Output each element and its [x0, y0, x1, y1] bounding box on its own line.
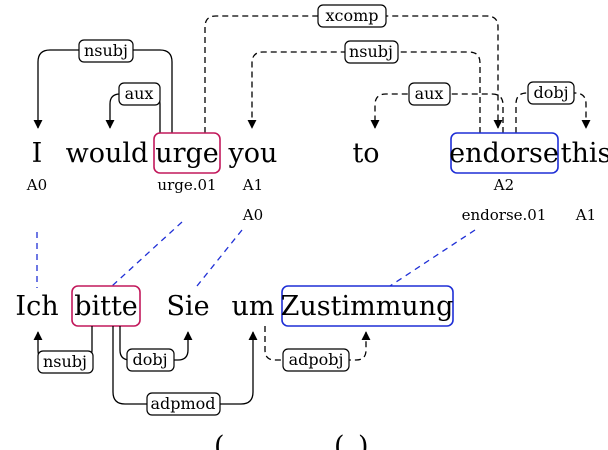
predicate-box-urge	[153, 132, 221, 174]
de-word-um: um	[232, 291, 275, 322]
argument-box-zustimmung	[281, 285, 454, 327]
label-en-nsubj-1: nsubj	[78, 39, 134, 63]
de-word-Ich: Ich	[15, 291, 58, 322]
en-word-I: I	[32, 138, 43, 169]
svg-text:dobj: dobj	[533, 83, 568, 102]
svg-text:adpmod: adpmod	[150, 394, 215, 413]
label-en-aux-2: aux	[408, 82, 451, 106]
de-word-Sie: Sie	[166, 291, 209, 322]
de-word-bitte: bitte	[74, 291, 138, 322]
svg-text:nsubj: nsubj	[43, 352, 87, 371]
en-word-to: to	[352, 138, 379, 169]
label-en-xcomp: xcomp	[317, 4, 387, 28]
role-row1-A0: A0	[26, 176, 47, 194]
alignment-you-Sie	[196, 229, 243, 287]
role-row1-A2: A2	[493, 176, 514, 194]
label-de-dobj: dobj	[126, 348, 175, 372]
svg-text:aux: aux	[415, 84, 444, 103]
label-en-aux-1: aux	[118, 82, 161, 106]
arc-en-xcomp	[204, 15, 503, 133]
en-word-would: would	[66, 138, 149, 169]
role-row2-A1: A1	[575, 206, 596, 224]
svg-text:adpobj: adpobj	[289, 350, 344, 369]
label-en-nsubj-2: nsubj	[344, 40, 399, 64]
argument-box-endorse	[450, 132, 559, 174]
label-en-dobj: dobj	[527, 81, 575, 105]
svg-text:nsubj: nsubj	[84, 41, 128, 60]
en-word-endorse: endorse	[449, 138, 559, 169]
svg-text:xcomp: xcomp	[325, 6, 378, 25]
caption-fragment-right-2: )	[358, 431, 369, 450]
role-row1-A1: A1	[242, 176, 263, 194]
en-word-this: this	[561, 138, 608, 169]
label-de-nsubj: nsubj	[37, 350, 94, 374]
label-de-adpobj: adpobj	[282, 348, 350, 372]
alignment-endorse-Zustimmung	[389, 229, 476, 287]
svg-text:aux: aux	[125, 84, 154, 103]
caption-fragment-left: (	[214, 431, 225, 450]
en-word-urge: urge	[155, 138, 219, 169]
svg-text:dobj: dobj	[132, 350, 167, 369]
svg-text:nsubj: nsubj	[349, 42, 393, 61]
predicate-box-bitte	[71, 285, 141, 327]
caption-fragment-right: (	[334, 431, 345, 450]
role-row2-A0: A0	[242, 206, 263, 224]
label-de-adpmod: adpmod	[146, 392, 221, 416]
role-row1-urge01: urge.01	[157, 176, 216, 194]
role-row2-endorse01: endorse.01	[462, 206, 547, 224]
en-word-you: you	[228, 138, 278, 169]
arc-en-aux-2	[370, 93, 504, 133]
de-word-Zustimmung: Zustimmung	[281, 291, 454, 322]
alignment-urge-bitte	[111, 221, 183, 287]
